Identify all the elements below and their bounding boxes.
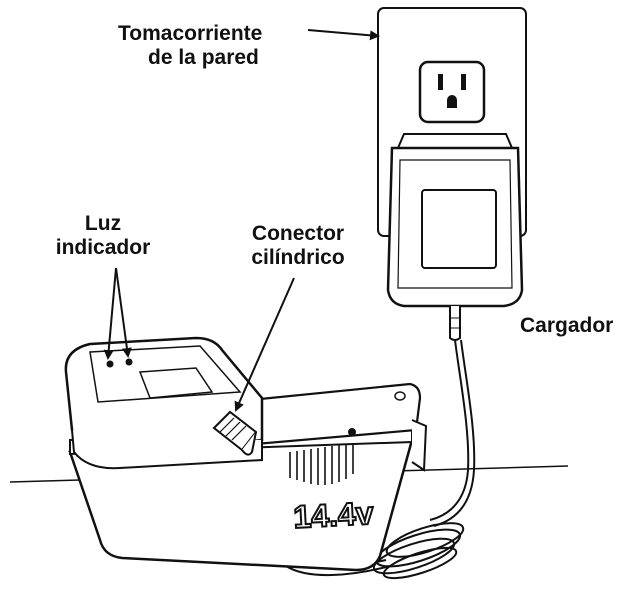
label-wall-outlet-line2: de la pared xyxy=(148,46,259,69)
label-indicator-light: Luz indicador xyxy=(38,212,168,260)
label-barrel-connector-line1: Conector xyxy=(251,222,345,245)
arrow-barrel-connector xyxy=(234,277,295,412)
label-wall-outlet-line1: Tomacorriente xyxy=(118,22,263,45)
label-wall-outlet: Tomacorriente de la pared xyxy=(118,22,262,70)
arrow-indicator-light-1 xyxy=(103,267,117,360)
battery-pack: 14.4v xyxy=(68,382,428,572)
charging-base xyxy=(64,336,264,470)
label-barrel-connector: Conector cilíndrico xyxy=(236,222,360,270)
barrel-connector xyxy=(212,410,258,456)
label-barrel-connector-line2: cilíndrico xyxy=(251,246,345,269)
charger xyxy=(386,133,524,341)
arrow-wall-outlet xyxy=(307,29,380,41)
voltage-label: 14.4v xyxy=(292,495,374,535)
indicator-light-green xyxy=(125,358,133,366)
arrow-indicator-light-2 xyxy=(115,267,132,358)
label-indicator-light-line1: Luz xyxy=(84,212,122,235)
label-charger: Cargador xyxy=(520,314,614,337)
label-indicator-light-line2: indicador xyxy=(55,236,151,259)
indicator-light-red xyxy=(106,360,114,368)
